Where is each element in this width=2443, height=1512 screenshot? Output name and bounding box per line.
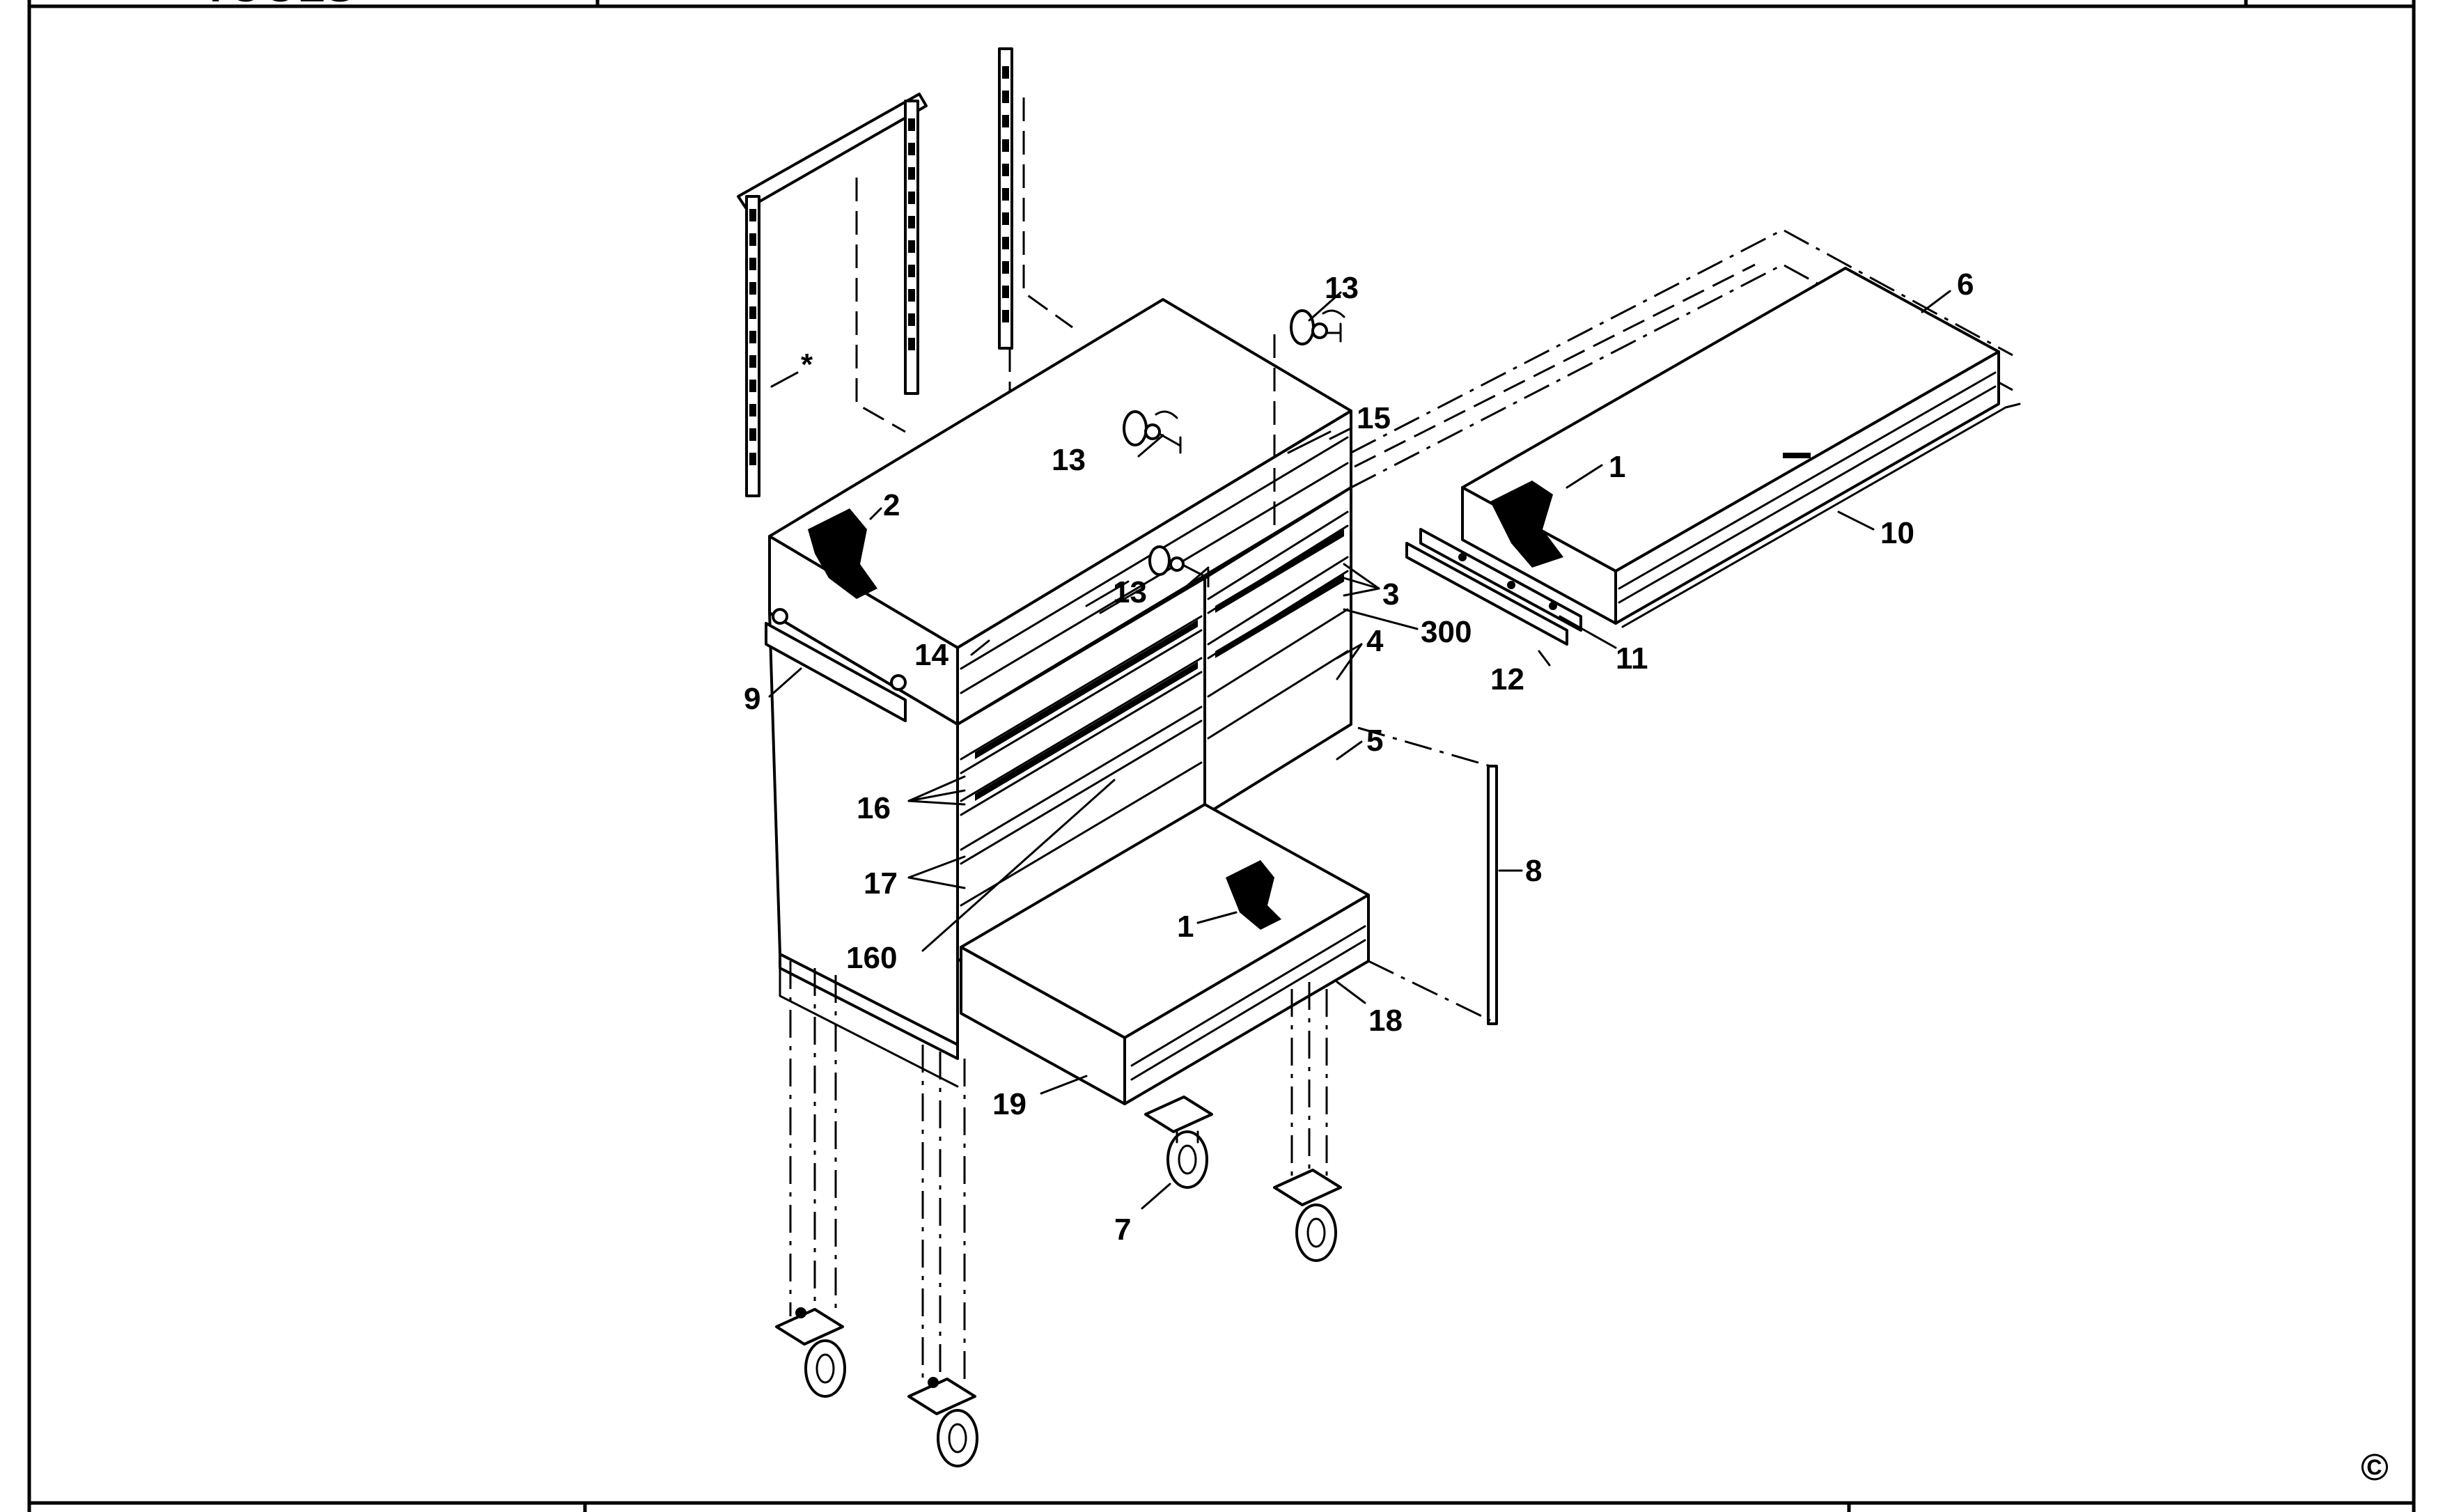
callout-13-front: 13	[1113, 575, 1147, 609]
sheet-frame	[27, 0, 2416, 1512]
callout-labels: * 2 13 13 13 15 14 9 3 300 4 5 6 1 10 11…	[744, 267, 1974, 1247]
callout-18: 18	[1368, 1004, 1403, 1038]
copyright-mark: ©	[2361, 1447, 2389, 1488]
callout-1-detached-drawer: 1	[1609, 450, 1625, 484]
callout-12: 8	[1525, 854, 1542, 888]
brand-logo: TOOLS	[202, 0, 354, 11]
hanging-rail-assembly	[737, 47, 1073, 497]
callout-13-mid: 13	[1052, 443, 1086, 477]
open-bottom-drawer	[960, 803, 1370, 1105]
side-handle	[765, 608, 907, 722]
castor-rear-left	[775, 1307, 846, 1398]
callout-1-open-drawer: 1	[1177, 910, 1194, 944]
callout-16: 16	[857, 791, 891, 825]
callout-19: 19	[992, 1087, 1027, 1121]
callout-11: 12	[1490, 662, 1524, 696]
castor-guide-lines	[789, 961, 1328, 1386]
leader-lines	[768, 290, 1951, 1210]
castor-rear-center	[907, 1377, 978, 1467]
callout-300: 300	[1421, 615, 1472, 649]
callout-14: 14	[914, 638, 949, 672]
castor-front-center	[1144, 1096, 1213, 1189]
callout-6: 6	[1957, 267, 1974, 302]
callout-13-top: 13	[1325, 271, 1359, 305]
callout-7: 7	[1114, 1213, 1131, 1247]
callout-15: 15	[1357, 401, 1391, 435]
callout-3: 3	[1382, 577, 1399, 611]
callout-9: 10	[1880, 516, 1914, 550]
callout-10: 11	[1616, 641, 1648, 676]
lock-key-set-top	[1290, 309, 1345, 345]
callout-5: 5	[1366, 724, 1383, 758]
callout-160: 160	[846, 941, 897, 975]
callout-star: *	[801, 348, 813, 382]
callout-2: 2	[883, 488, 900, 522]
lock-key-set-mid	[1123, 410, 1182, 454]
lock-key-set-front	[1148, 545, 1210, 588]
callout-4: 4	[1366, 624, 1384, 658]
side-rod	[1357, 726, 1498, 1025]
castor-front-right	[1273, 1169, 1342, 1262]
detached-drawer	[1461, 267, 2021, 628]
callout-8: 9	[744, 682, 760, 716]
callout-17: 17	[864, 866, 898, 901]
drawer-slide	[1405, 528, 1582, 646]
